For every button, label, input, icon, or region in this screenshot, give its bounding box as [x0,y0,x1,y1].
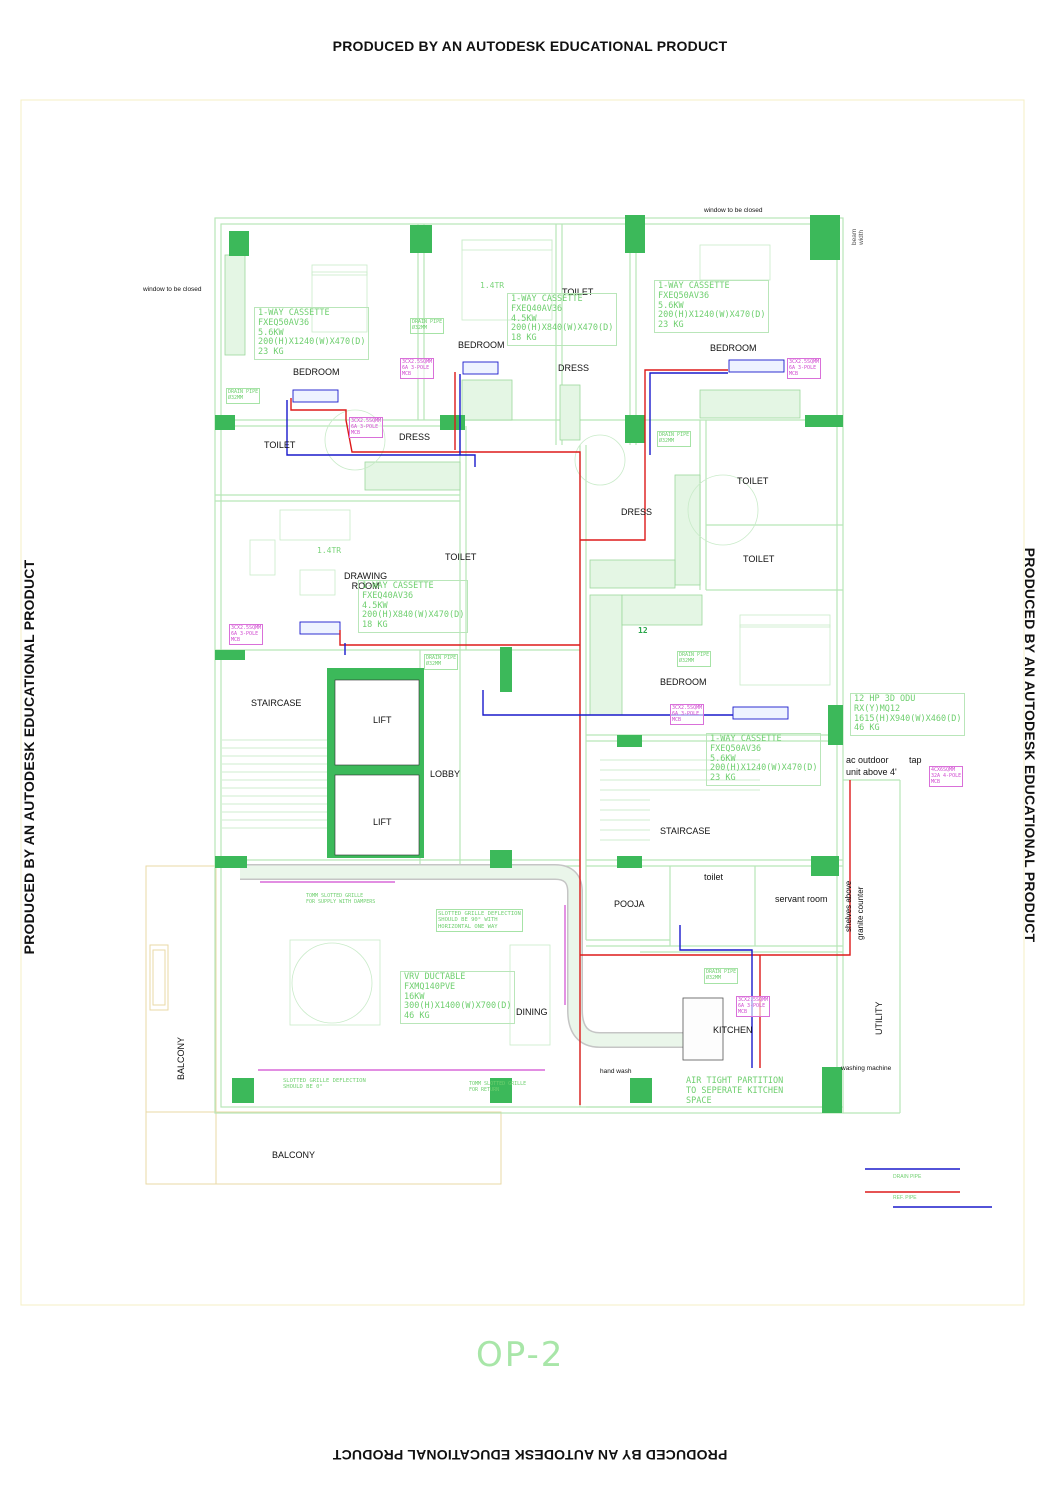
room-staircase-2: STAIRCASE [660,826,711,836]
note-ac-outdoor: ac outdoor [846,755,889,765]
spec-odu: 12 HP 3D ODU RX(Y)MQ12 1615(H)X940(W)X46… [850,693,966,737]
drain-note: DRAIN PIPE Ø32MM [704,968,739,984]
drain-note: DRAIN PIPE Ø32MM [226,388,261,404]
grille-note: SLOTTED GRILLE DEFLECTION SHOULD BE 90° … [436,909,523,932]
room-lift-1: LIFT [373,715,392,725]
watermark-top: PRODUCED BY AN AUTODESK EDUCATIONAL PROD… [332,38,728,54]
room-bedroom-1: BEDROOM [293,367,340,377]
staircase-left-steps [222,739,330,829]
tonnage-bedroom: 1.4TR [480,281,505,290]
room-balcony-side: BALCONY [176,1036,186,1080]
room-bedroom-3: BEDROOM [710,343,757,353]
sheet-border [20,99,1025,1306]
room-staircase-1: STAIRCASE [251,698,302,708]
grille-note: TOMM SLOTTED GRILLE FOR SUPPLY WITH DAMP… [306,893,376,905]
mcb-tag: 3CX2.5SQMM 6A 3-POLE MCB [229,624,264,646]
tonnage-bedroom-lower: 12 [638,626,648,635]
drain-note: DRAIN PIPE Ø32MM [657,431,692,447]
mcb-tag: 3CX2.5SQMM 6A 3-POLE MCB [400,358,435,380]
room-kitchen: KITCHEN [713,1025,753,1035]
spec-bedroom-mid: 1-WAY CASSETTE FXEQ40AV36 4.5KW 200(H)X8… [507,293,618,346]
partition-note: AIR TIGHT PARTITION TO SEPERATE KITCHEN … [686,1076,784,1106]
room-bedroom-4: BEDROOM [660,677,707,687]
room-toilet-4: TOILET [737,476,769,486]
spec-bedroom-lower: 1-WAY CASSETTE FXEQ50AV36 5.6KW 200(H)X1… [706,733,822,786]
drain-pipe-blue [286,372,753,1068]
mcb-tag: 3CX2.5SQMM 6A 3-POLE MCB [349,417,384,439]
mcb-tag-odu: 4CX6SQMM 32A 4-POLE MCB [929,766,964,788]
grille-note: TOMM SLOTTED GRILLE FOR RETURN [469,1081,527,1093]
note-window-closed-top: window to be closed [704,207,763,214]
room-bedroom-2: BEDROOM [458,340,505,350]
note-unit-above: unit above 4' [846,767,897,777]
legend-drain-label: DRAIN PIPE [893,1174,922,1180]
room-servant: servant room [775,894,828,904]
room-pooja: POOJA [614,899,645,909]
mcb-tag: 3CX2.5SQMM 6A 3-POLE MCB [670,704,705,726]
note-window-closed-left: window to be closed [143,286,202,293]
room-toilet-2: TOILET [264,440,296,450]
note-tap: tap [909,755,922,765]
drain-note: DRAIN PIPE Ø32MM [677,651,712,667]
tonnage-drawing: 1.4TR [317,546,342,555]
room-utility: UTILITY [874,1001,884,1035]
note-beam-width: beam width [851,228,866,245]
note-washing-machine: washing machine [841,1065,892,1072]
room-balcony-bottom: BALCONY [272,1150,316,1160]
room-toilet-5: TOILET [743,554,775,564]
balcony-outline [145,865,502,1185]
note-hand-wash: hand wash [600,1068,632,1075]
spec-bedroom-left: 1-WAY CASSETTE FXEQ50AV36 5.6KW 200(H)X1… [254,307,370,360]
note-granite-counter: granite counter [856,886,865,940]
legend-ref-label: REF. PIPE [893,1195,917,1201]
drain-note: DRAIN PIPE Ø32MM [424,654,459,670]
ref-pipe-red [290,369,851,1105]
lift-shaft [327,668,424,858]
sheet-id: OP-2 [476,1335,565,1375]
spec-drawing-room: 1-WAY CASSETTE FXEQ40AV36 4.5KW 200(H)X8… [358,580,469,633]
room-dining: DINING [516,1007,548,1017]
room-drawing-room: DRAWING ROOM [344,571,388,592]
room-lobby: LOBBY [430,769,461,779]
ac-indoor-units [292,359,789,720]
grille-note: SLOTTED GRILLE DEFLECTION SHOULD BE 0° [283,1078,366,1091]
room-lift-2: LIFT [373,817,392,827]
wardrobes [224,254,801,716]
spec-bedroom-right: 1-WAY CASSETTE FXEQ50AV36 5.6KW 200(H)X1… [654,280,770,333]
duct [240,864,724,1071]
room-dress-3: DRESS [621,507,653,517]
furniture [249,239,831,1046]
drain-note: DRAIN PIPE Ø32MM [410,318,445,334]
room-toilet-1: TOILET [562,287,594,297]
staircase-right-steps [600,759,760,841]
legend [865,1168,992,1208]
room-dress-1: DRESS [558,363,590,373]
note-shelves-above: shelves above [844,880,853,932]
mcb-tag: 3CX2.5SQMM 6A 3-POLE MCB [787,358,822,380]
columns [215,215,843,1113]
room-toilet-3: TOILET [445,552,477,562]
spec-ductable: VRV DUCTABLE FXMQ140PVE 16KW 300(H)X1400… [400,971,516,1024]
mcb-tag: 3CX2.5SQMM 6A 3-POLE MCB [736,996,771,1018]
room-toilet-small: toilet [704,872,724,882]
room-dress-2: DRESS [399,432,431,442]
